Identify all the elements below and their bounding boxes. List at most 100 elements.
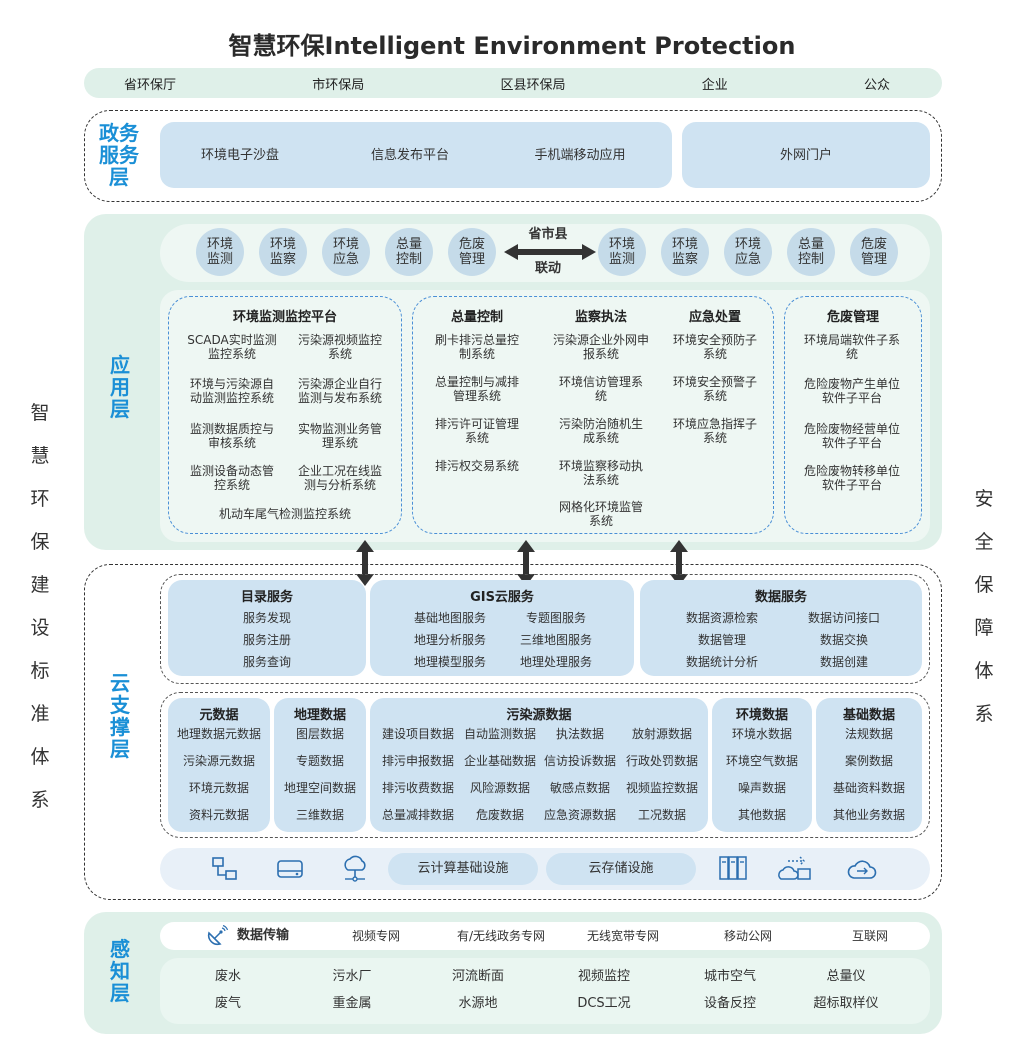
meta-item: 地理数据元数据 [176, 727, 261, 741]
pollution-box [370, 698, 708, 832]
data-service-item: 数据统计分析 [685, 655, 758, 669]
emergency-item: 环境应急指挥子系统 [672, 417, 757, 445]
user-public: 公众 [863, 77, 890, 93]
circle-left-monitor: 环境监测 [196, 228, 244, 276]
pollution-item: 放射源数据 [631, 727, 692, 741]
circle-right-monitor: 环境监测 [598, 228, 646, 276]
transfer-item: 移动公网 [723, 929, 772, 943]
user-city: 市环保局 [312, 77, 365, 93]
sensor-item: 重金属 [332, 996, 372, 1011]
pollution-item: 风险源数据 [469, 781, 530, 795]
circle-left-emergency: 环境应急 [322, 228, 370, 276]
pollution-item: 视频监控数据 [625, 781, 698, 795]
satellite-dish-icon [207, 925, 228, 946]
hazard-item: 环境局端软件子系统 [804, 333, 901, 361]
infra-row [160, 848, 930, 890]
pollution-item: 信访投诉数据 [543, 754, 616, 768]
gis-item: 三维地图服务 [519, 633, 592, 647]
emergency-item: 环境安全预防子系统 [672, 333, 757, 361]
user-bar: 省环保厅 市环保局 区县环保局 企业 公众 [84, 68, 942, 98]
pollution-item: 应急资源数据 [543, 808, 616, 822]
app-platform-area [160, 290, 930, 542]
geo-item: 专题数据 [295, 754, 344, 768]
sense-layer-label: 感知层 [110, 937, 130, 1005]
gis-item: 专题图服务 [525, 611, 586, 625]
env-item: 其他数据 [737, 808, 786, 822]
data-service-item: 数据资源检索 [685, 611, 758, 625]
user-county: 区县环保局 [500, 77, 566, 93]
monitor-item: 实物监测业务管理系统 [297, 422, 382, 450]
geo-item: 图层数据 [295, 727, 344, 741]
inspect-item: 污染防治随机生成系统 [558, 417, 643, 445]
user-province: 省环保厅 [124, 77, 177, 93]
cloud-compute-label: 云计算基础设施 [417, 861, 509, 876]
data-service-box [640, 580, 922, 676]
catalog-item: 服务发现 [242, 611, 291, 625]
monitor-item: 监测设备动态管控系统 [189, 464, 274, 492]
gov-item-portal: 外网门户 [779, 148, 832, 163]
sensor-item: 超标取样仪 [813, 996, 879, 1011]
catalog-title: 目录服务 [240, 590, 293, 605]
data-service-item: 数据访问接口 [807, 611, 880, 625]
geo-item: 三维数据 [295, 808, 344, 822]
cloud-layer [84, 564, 942, 900]
inspect-title: 监察执法 [574, 310, 627, 325]
services-row [160, 574, 930, 684]
pollution-item: 排污申报数据 [381, 754, 454, 768]
data-service-item: 数据创建 [819, 655, 868, 669]
sensor-item: 设备反控 [703, 996, 756, 1011]
total-item: 排污许可证管理系统 [434, 417, 519, 445]
inspect-item: 网格化环境监管系统 [558, 500, 643, 528]
total-item: 排污权交易系统 [434, 459, 519, 473]
data-service-item: 数据交换 [819, 633, 868, 647]
pollution-item: 行政处罚数据 [625, 754, 698, 768]
monitor-item-last: 机动车尾气检测监控系统 [218, 507, 351, 521]
cloud-sync-icon [847, 860, 877, 879]
gis-item: 基础地图服务 [413, 611, 486, 625]
circle-right-emergency: 环境应急 [724, 228, 772, 276]
circle-right-hazard: 危废管理 [850, 228, 898, 276]
page-title: 智慧环保Intelligent Environment Protection [228, 32, 796, 60]
sensor-item: 水源地 [458, 996, 498, 1011]
user-enterprise: 企业 [701, 77, 728, 93]
linkage-bottom-label: 联动 [534, 261, 561, 276]
sensor-area [160, 958, 930, 1024]
middle-platform-box [412, 296, 774, 534]
cloud-network-icon [344, 855, 366, 882]
basic-item: 法规数据 [844, 727, 893, 741]
catalog-box [168, 580, 366, 676]
basic-item: 基础资料数据 [832, 781, 905, 795]
pollution-item: 总量减排数据 [381, 808, 454, 822]
gis-item: 地理处理服务 [519, 655, 592, 669]
cloud-storage-label: 云存储设施 [588, 861, 654, 876]
gis-item: 地理分析服务 [413, 633, 486, 647]
data-service-item: 数据管理 [697, 633, 746, 647]
monitor-item: 监测数据质控与审核系统 [189, 422, 274, 450]
basic-title: 基础数据 [842, 708, 895, 723]
meta-title: 元数据 [199, 708, 239, 723]
gov-item-sandbox: 环境电子沙盘 [200, 148, 279, 163]
sensor-item: 废水 [214, 969, 241, 984]
cloud-storage-pill [546, 853, 696, 885]
geo-item: 地理空间数据 [283, 781, 356, 795]
monitor-platform-box [168, 296, 402, 534]
hazard-item: 危险废物经营单位软件子平台 [803, 422, 900, 450]
monitor-platform-title: 环境监测监控平台 [232, 310, 337, 325]
hazard-item: 危险废物产生单位软件子平台 [803, 377, 900, 405]
env-item: 噪声数据 [737, 781, 786, 795]
pollution-item: 建设项目数据 [381, 727, 454, 741]
left-side-label: 智慧环保建设标准体系 [30, 402, 50, 811]
total-title: 总量控制 [450, 310, 503, 325]
rack-icon [719, 856, 747, 880]
env-box [712, 698, 812, 832]
gov-left-box [160, 122, 672, 188]
transfer-title: 数据传输 [236, 928, 289, 943]
hazard-platform-box [784, 296, 922, 534]
transfer-item: 互联网 [851, 929, 888, 943]
env-item: 环境水数据 [731, 727, 792, 741]
gov-right-box [682, 122, 930, 188]
network-icon [212, 857, 237, 880]
meta-item: 资料元数据 [188, 808, 249, 822]
transfer-item: 视频专网 [351, 929, 400, 943]
inspect-item: 环境信访管理系统 [558, 375, 643, 403]
